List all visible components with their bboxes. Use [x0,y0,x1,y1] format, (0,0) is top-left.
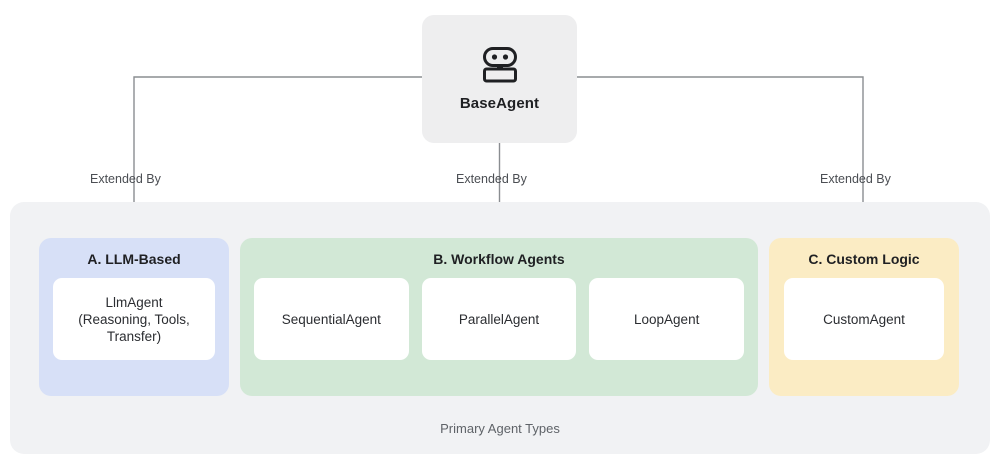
agent-card-parallelagent[interactable]: ParallelAgent [421,278,577,360]
group-custom-logic[interactable]: C. Custom Logic CustomAgent [769,238,959,396]
edge-label-extended-by-workflow: Extended By [456,172,527,186]
group-cards-llm-based: LlmAgent (Reasoning, Tools, Transfer) [39,278,229,360]
agent-card-loopagent[interactable]: LoopAgent [589,278,745,360]
agent-card-sequentialagent[interactable]: SequentialAgent [254,278,409,360]
group-title-llm-based: A. LLM-Based [87,251,181,267]
group-title-custom-logic: C. Custom Logic [808,251,920,267]
edge-label-extended-by-custom: Extended By [820,172,891,186]
base-agent-node[interactable]: BaseAgent [422,15,577,143]
panel-caption: Primary Agent Types [440,421,560,436]
group-workflow-agents[interactable]: B. Workflow Agents SequentialAgent Paral… [240,238,758,396]
group-title-workflow-agents: B. Workflow Agents [433,251,565,267]
agent-card-llmagent[interactable]: LlmAgent (Reasoning, Tools, Transfer) [53,278,215,360]
robot-icon [480,46,520,83]
group-cards-custom-logic: CustomAgent [769,278,959,360]
agent-card-customagent[interactable]: CustomAgent [784,278,944,360]
group-cards-workflow-agents: SequentialAgent ParallelAgent LoopAgent [240,278,758,360]
base-agent-label: BaseAgent [459,94,540,112]
edge-label-extended-by-llm: Extended By [90,172,161,186]
group-llm-based[interactable]: A. LLM-Based LlmAgent (Reasoning, Tools,… [39,238,229,396]
